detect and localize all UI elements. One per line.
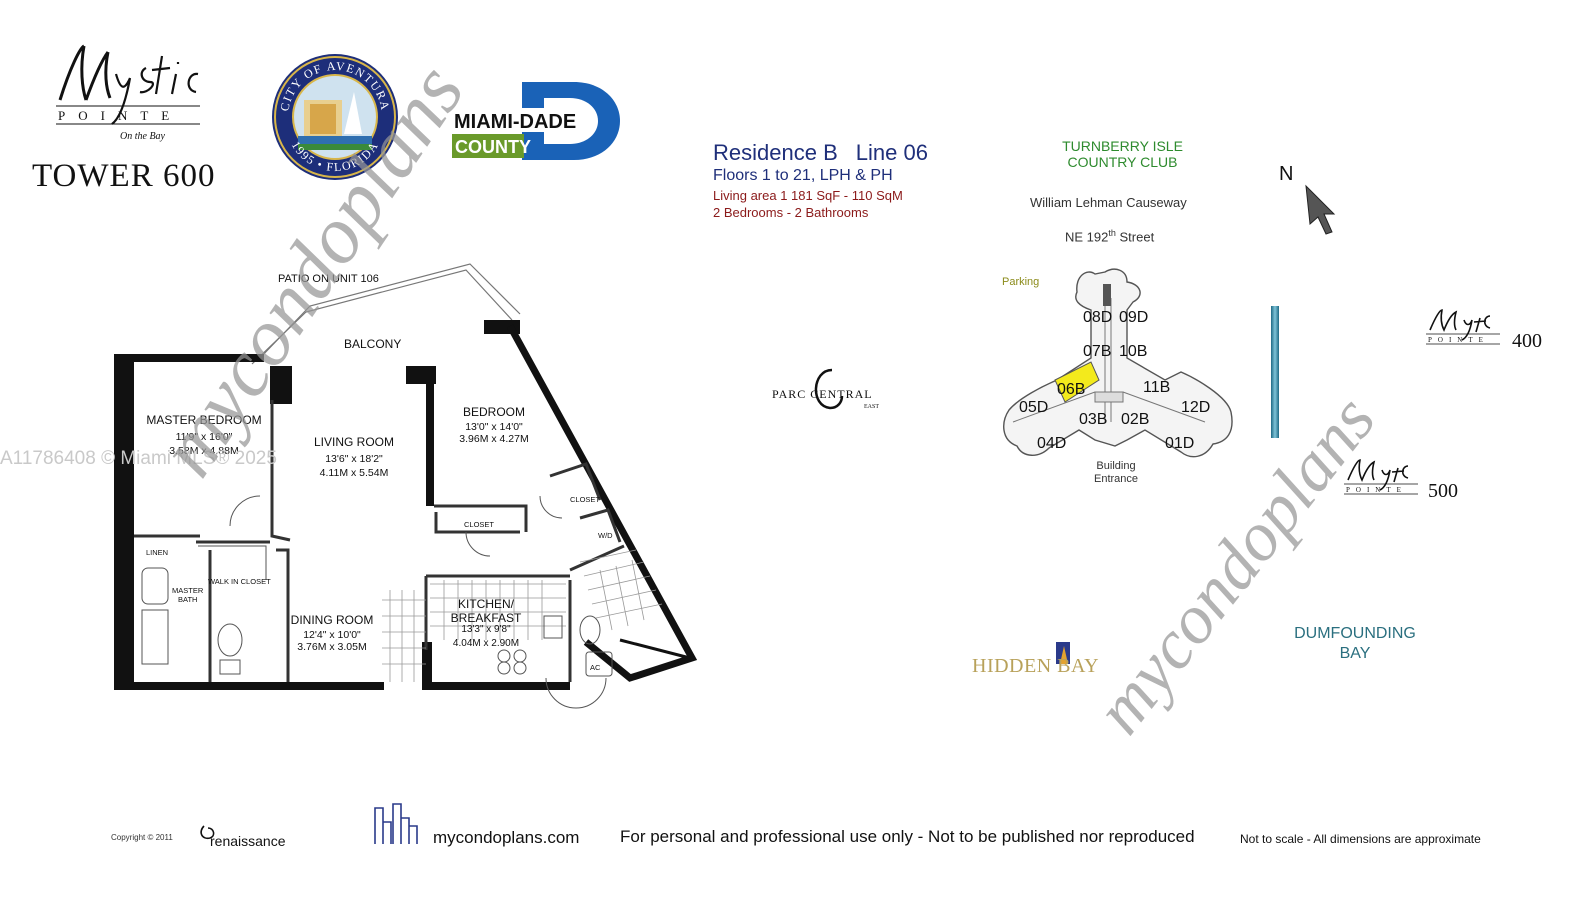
svg-text:POINTE: POINTE — [1346, 486, 1407, 494]
renaissance-logo: renaissance — [200, 825, 286, 849]
parc-central-logo: PARC CENTRAL EAST — [772, 368, 879, 410]
copyright-text: Copyright © 2011 — [111, 833, 173, 842]
unit-label: 03B — [1079, 411, 1107, 428]
causeway-label: William Lehman Causeway — [1030, 195, 1187, 210]
residence-floors: Floors 1 to 21, LPH & PH — [713, 167, 893, 184]
unit-label: 11B — [1143, 379, 1170, 396]
unit-label: 06B — [1057, 381, 1085, 398]
residence-area: Living area 1 181 SqF - 110 SqM — [713, 188, 903, 203]
unit-label: 09D — [1119, 309, 1148, 326]
scale-notice: Not to scale - All dimensions are approx… — [1240, 832, 1481, 846]
room-dim: 12'4" x 10'0" — [303, 629, 361, 641]
unit-label: 01D — [1165, 435, 1194, 452]
county-line1: MIAMI-DADE — [454, 111, 576, 133]
site-url: mycondoplans.com — [433, 828, 580, 847]
closet-label: CLOSET — [570, 495, 600, 504]
room-dim: 4.11M x 5.54M — [320, 467, 389, 479]
master-bath-label: MASTER — [172, 586, 204, 595]
floor-plan: PATIO ON UNIT 106 BALCONY MASTER BEDROOM… — [114, 263, 698, 709]
residence-name: Residence B — [713, 140, 838, 165]
mystic-pointe-small-logo: POINTE — [1426, 309, 1500, 345]
unit-label: 08D — [1083, 309, 1112, 326]
room-label: MASTER BEDROOM — [146, 413, 261, 427]
parc-east-text: EAST — [864, 404, 879, 410]
waterfront-bar — [1271, 306, 1279, 438]
mystic-pointe-small-logo: POINTE — [1344, 459, 1418, 495]
room-label: BREAKFAST — [451, 611, 522, 625]
mystic-pointe-logo: POINTE On the Bay — [56, 44, 200, 142]
unit-label: 05D — [1019, 399, 1048, 416]
room-dim: 3.96M x 4.27M — [459, 433, 528, 445]
residence-rooms: 2 Bedrooms - 2 Bathrooms — [713, 205, 869, 220]
residence-line: Line 06 — [855, 140, 928, 165]
miami-dade-logo: MIAMI-DADE COUNTY — [452, 82, 620, 160]
room-label: KITCHEN/ — [458, 597, 515, 611]
room-dim: 13'3" x 9'8" — [461, 624, 511, 635]
unit-label: 02B — [1121, 411, 1149, 428]
ac-label: AC — [590, 663, 601, 672]
highlighted-unit — [1054, 361, 1100, 403]
room-label: DINING ROOM — [291, 613, 374, 627]
patio-label: PATIO ON UNIT 106 — [278, 273, 379, 285]
linen-label: LINEN — [146, 548, 168, 557]
svg-text:On the Bay: On the Bay — [120, 131, 166, 142]
tower-title: TOWER 600 — [32, 158, 216, 194]
mycondoplans-logo-icon — [374, 803, 418, 844]
county-line2: COUNTY — [455, 137, 531, 157]
wd-label: W/D — [598, 531, 613, 540]
site-plan: 08D 09D 07B 10B 06B 11B 05D 12D 03B 02B … — [1003, 268, 1233, 458]
room-dim: 13'0" x 14'0" — [465, 421, 523, 433]
closet-label: CLOSET — [464, 520, 494, 529]
balcony-label: BALCONY — [344, 337, 401, 351]
street-label: NE 192th Street — [1065, 228, 1155, 245]
room-dim: 3.76M x 3.05M — [297, 641, 366, 653]
hidden-bay-logo: HIDDEN BAY — [972, 642, 1099, 677]
unit-label: 10B — [1119, 343, 1147, 360]
mls-watermark: A11786408 © Miami MLS® 2025 — [0, 448, 277, 469]
parking-label: Parking — [1002, 276, 1040, 288]
usage-notice: For personal and professional use only -… — [620, 827, 1195, 846]
residence-info: Residence B Line 06 Floors 1 to 21, LPH &… — [713, 140, 946, 220]
room-label: LIVING ROOM — [314, 435, 394, 449]
unit-label: 07B — [1083, 343, 1111, 360]
north-arrow-icon — [1305, 184, 1336, 235]
room-dim: 4.04M x 2.90M — [453, 638, 519, 649]
room-label: BEDROOM — [463, 405, 525, 419]
tower-500-label: 500 — [1428, 480, 1458, 502]
unit-label: 12D — [1181, 399, 1210, 416]
tower-400-label: 400 — [1512, 330, 1542, 352]
svg-text:POINTE: POINTE — [58, 108, 182, 123]
city-seal-logo: CITY OF AVENTURA 1995 • FLORIDA — [272, 54, 398, 180]
room-dim: 13'6" x 18'2" — [325, 453, 383, 465]
parc-central-text: PARC CENTRAL — [772, 387, 873, 401]
master-bath-label: BATH — [178, 595, 197, 604]
unit-label: 04D — [1037, 435, 1066, 452]
room-dim: 3.58M x 4.88M — [169, 445, 238, 457]
room-dim: 11'9" x 16'0" — [176, 431, 233, 443]
svg-text:POINTE: POINTE — [1428, 336, 1489, 344]
north-label: N — [1279, 163, 1294, 185]
renaissance-text: renaissance — [210, 833, 286, 849]
walk-in-label: WALK IN CLOSET — [208, 577, 271, 586]
hidden-bay-text: HIDDEN BAY — [972, 655, 1099, 677]
